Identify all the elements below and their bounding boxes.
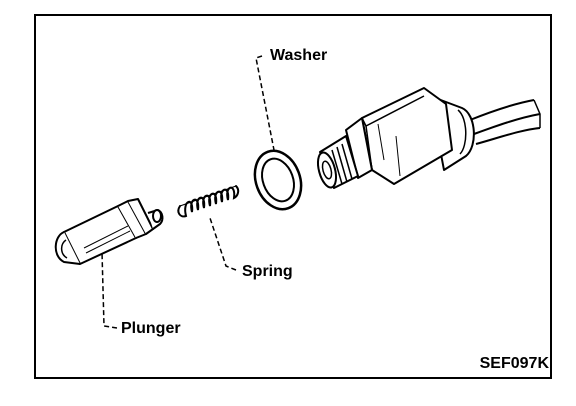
figure-code: SEF097K	[480, 355, 550, 372]
washer-part	[253, 149, 303, 211]
figure-frame	[34, 14, 552, 379]
spring-part	[177, 185, 240, 218]
washer-leader	[255, 55, 275, 151]
plunger-label: Plunger	[121, 320, 181, 337]
leader-lines	[101, 55, 275, 329]
switch-body-part	[316, 87, 541, 189]
plunger-part	[54, 198, 164, 265]
spring-leader	[209, 217, 237, 271]
plunger-leader	[101, 251, 118, 329]
spring-label: Spring	[242, 263, 293, 280]
washer-label: Washer	[270, 47, 327, 64]
